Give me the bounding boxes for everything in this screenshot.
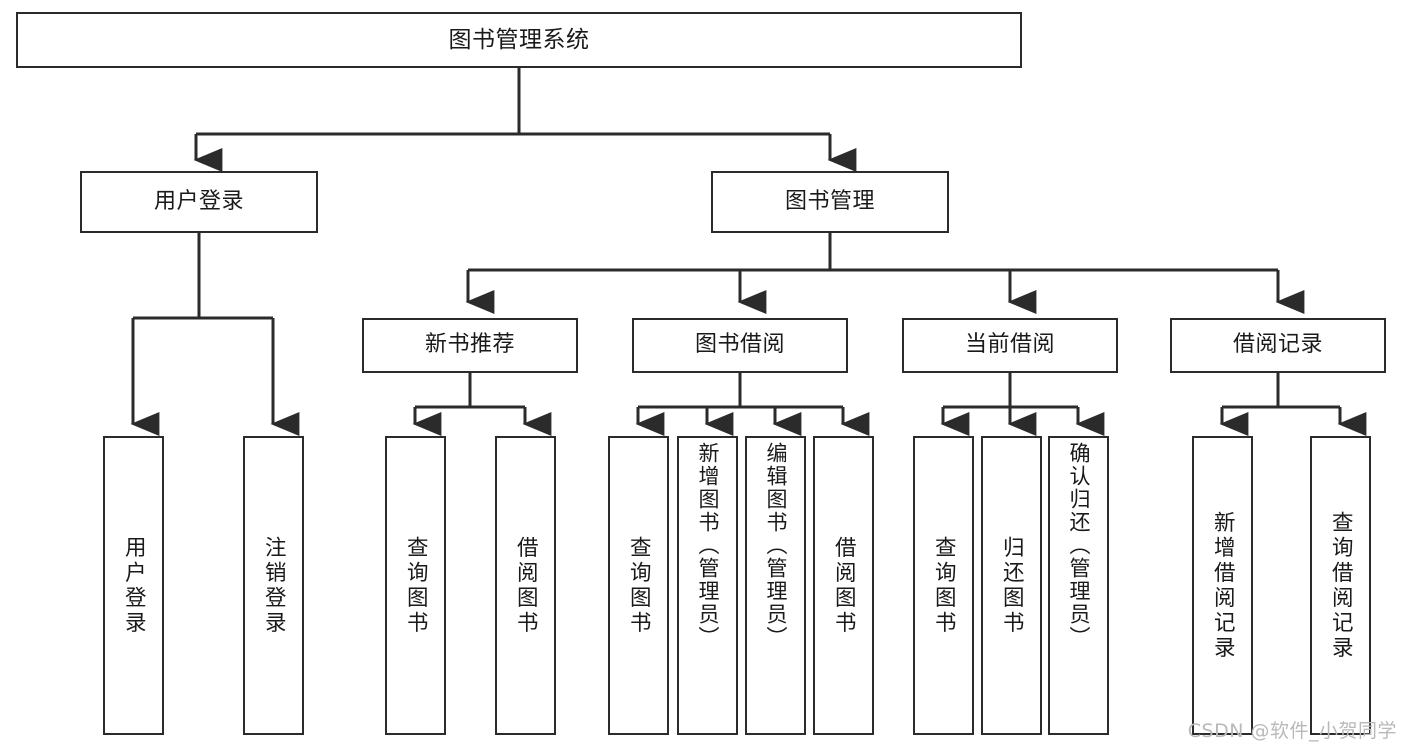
- node-new-book-recommend-label: 新书推荐: [424, 332, 515, 358]
- node-book-borrow[interactable]: 图书借阅: [632, 318, 848, 373]
- leaf-user-login-login[interactable]: 用户登录: [103, 436, 164, 735]
- leaf-label: 借阅图书: [513, 535, 539, 636]
- leaf-label: 新增图书（管理员）: [696, 442, 720, 649]
- node-user-login[interactable]: 用户登录: [80, 171, 318, 233]
- leaf-label: 查询图书: [931, 535, 957, 636]
- node-new-book-recommend[interactable]: 新书推荐: [362, 318, 578, 373]
- node-borrow-record[interactable]: 借阅记录: [1170, 318, 1386, 373]
- leaf-current-borrow-confirm[interactable]: 确认归还（管理员）: [1048, 436, 1109, 735]
- leaf-label: 新增借阅记录: [1210, 510, 1236, 661]
- node-book-management-label: 图书管理: [784, 188, 875, 214]
- node-user-login-label: 用户登录: [153, 188, 244, 214]
- node-root[interactable]: 图书管理系统: [16, 12, 1022, 68]
- leaf-user-login-logout[interactable]: 注销登录: [243, 436, 304, 735]
- leaf-label: 查询图书: [403, 535, 429, 636]
- node-book-borrow-label: 图书借阅: [694, 332, 785, 358]
- leaf-new-book-query[interactable]: 查询图书: [385, 436, 446, 735]
- leaf-label: 用户登录: [121, 535, 147, 636]
- leaf-new-book-borrow[interactable]: 借阅图书: [495, 436, 556, 735]
- leaf-current-borrow-query[interactable]: 查询图书: [913, 436, 974, 735]
- leaf-book-borrow-add[interactable]: 新增图书（管理员）: [677, 436, 738, 735]
- leaf-borrow-record-query[interactable]: 查询借阅记录: [1310, 436, 1371, 735]
- leaf-borrow-record-add[interactable]: 新增借阅记录: [1192, 436, 1253, 735]
- node-current-borrow[interactable]: 当前借阅: [902, 318, 1118, 373]
- leaf-label: 编辑图书（管理员）: [764, 442, 788, 649]
- leaf-book-borrow-edit[interactable]: 编辑图书（管理员）: [745, 436, 806, 735]
- leaf-label: 查询借阅记录: [1328, 510, 1354, 661]
- leaf-label: 归还图书: [999, 535, 1025, 636]
- leaf-label: 借阅图书: [831, 535, 857, 636]
- leaf-book-borrow-query[interactable]: 查询图书: [608, 436, 669, 735]
- node-borrow-record-label: 借阅记录: [1232, 332, 1323, 358]
- leaf-book-borrow-borrow[interactable]: 借阅图书: [813, 436, 874, 735]
- node-current-borrow-label: 当前借阅: [964, 332, 1055, 358]
- leaf-label: 确认归还（管理员）: [1067, 442, 1091, 649]
- leaf-label: 查询图书: [626, 535, 652, 636]
- watermark: CSDN @软件_小贺同学: [1187, 720, 1397, 742]
- node-root-label: 图书管理系统: [448, 26, 590, 53]
- node-book-management[interactable]: 图书管理: [711, 171, 949, 233]
- leaf-label: 注销登录: [261, 535, 287, 636]
- leaf-current-borrow-return[interactable]: 归还图书: [981, 436, 1042, 735]
